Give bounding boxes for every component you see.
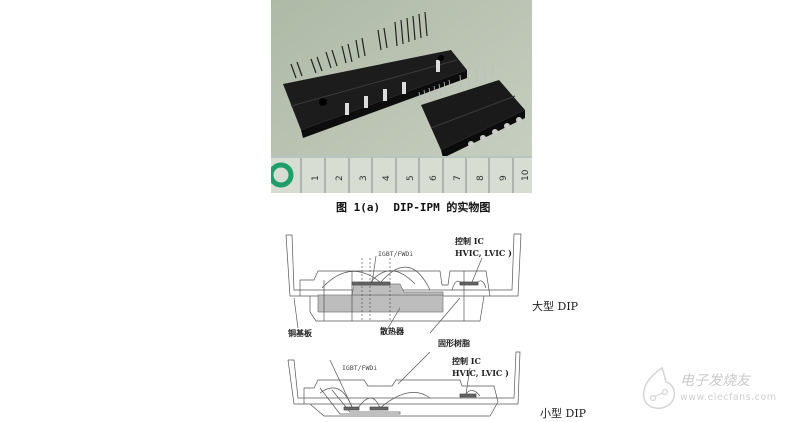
watermark: 电子发烧友 www.elecfans.com (640, 366, 785, 416)
heatsink-label: 散热器 (380, 326, 404, 336)
cross-section-lines (285, 233, 522, 417)
resin-label: 固形树脂 (438, 338, 470, 348)
svg-text:4: 4 (382, 175, 392, 181)
svg-text:9: 9 (499, 175, 509, 181)
svg-text:5: 5 (406, 175, 416, 181)
small-chip-label: IGBT/FWDi (342, 364, 378, 372)
dip-ipm-photo: 1 2 3 4 5 6 7 8 9 10 (271, 0, 532, 193)
copper-base-label: 铜基板 (288, 328, 312, 338)
svg-text:6: 6 (429, 175, 439, 181)
small-dip-type-label: 小型 DIP (540, 407, 587, 420)
watermark-logo-icon (642, 366, 676, 410)
svg-text:2: 2 (335, 175, 345, 181)
large-control-ic-label: 控制 IC (455, 236, 484, 246)
large-hvic-lvic-label: HVIC, LVIC ) (455, 248, 512, 258)
dip-cross-section-diagram: IGBT/FWDi 控制 IC HVIC, LVIC ) 铜基板 散热器 固形树… (280, 228, 530, 418)
photo-illustration: 1 2 3 4 5 6 7 8 9 10 (271, 0, 532, 193)
svg-text:1: 1 (311, 175, 321, 181)
large-dip-type-label: 大型 DIP (532, 300, 579, 313)
large-chip-label: IGBT/FWDi (378, 250, 414, 258)
svg-text:10: 10 (521, 169, 531, 181)
figure-caption: 图 1(a) DIP-IPM 的实物图 (336, 201, 491, 214)
watermark-url: www.elecfans.com (680, 392, 777, 403)
small-control-ic-label: 控制 IC (452, 356, 481, 366)
svg-text:3: 3 (359, 175, 369, 181)
svg-text:8: 8 (476, 175, 486, 181)
svg-text:7: 7 (453, 175, 463, 181)
small-hvic-lvic-label: HVIC, LVIC ) (452, 368, 509, 378)
watermark-title: 电子发烧友 (680, 373, 750, 389)
